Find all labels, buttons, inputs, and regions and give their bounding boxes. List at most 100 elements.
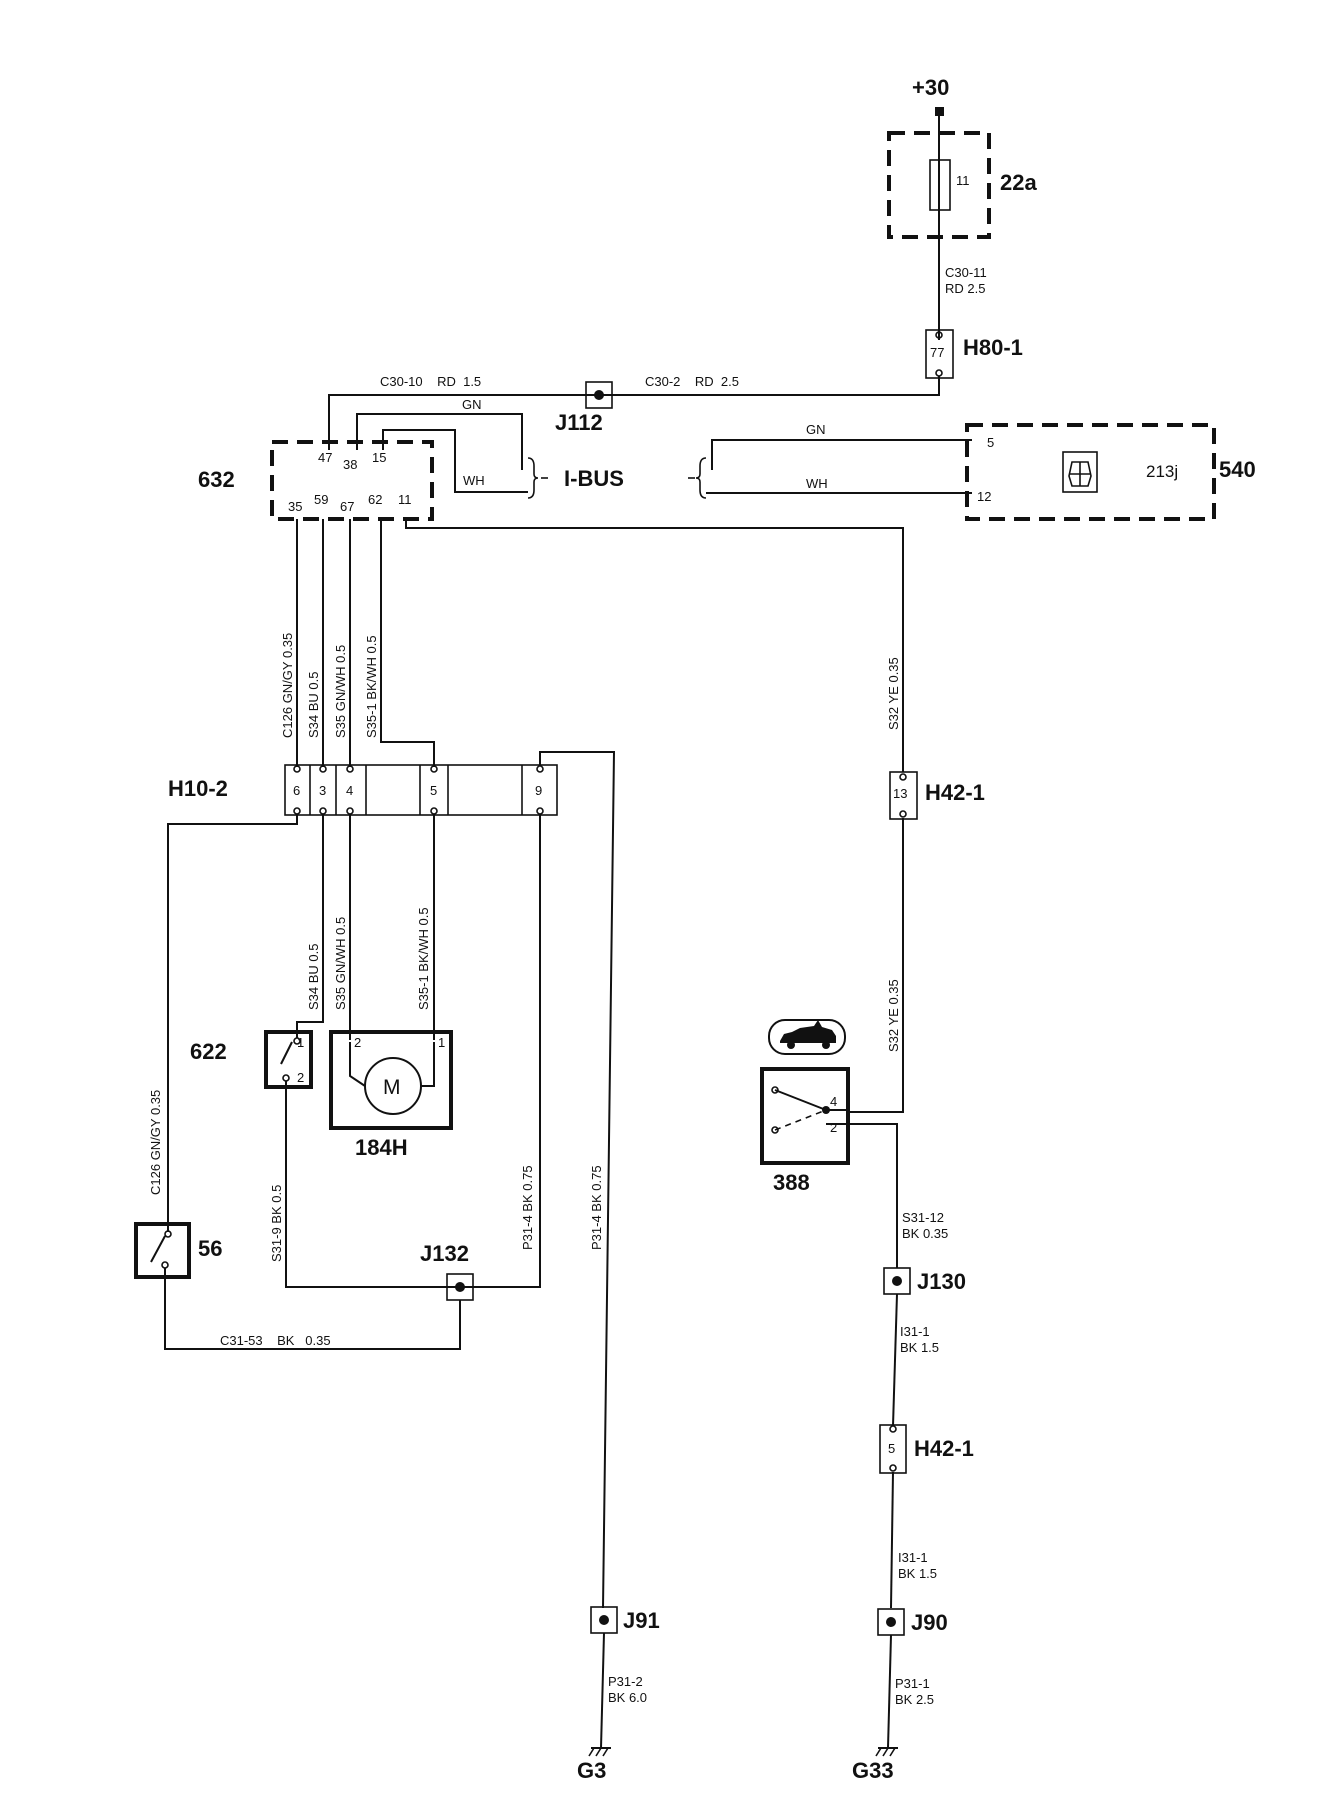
h42-top-pin: 13 [893, 786, 907, 801]
wire-s31-9: S31-9 BK 0.5 [269, 1185, 284, 1262]
j112-label: J112 [555, 410, 603, 435]
module-540-pin-12: 12 [977, 489, 991, 504]
switch-388: 4 2 388 [760, 1067, 850, 1195]
module-540-label: 540 [1219, 457, 1256, 482]
wire-i31-1a-spec: BK 1.5 [900, 1340, 939, 1355]
module-632-pin-47: 47 [318, 450, 332, 465]
module-632-pin-62: 62 [368, 492, 382, 507]
connector-h42-1-bottom: 5 H42-1 [879, 1424, 974, 1474]
splice-j90: J90 [877, 1608, 948, 1636]
wire-i31-1b-spec: BK 1.5 [898, 1566, 937, 1581]
wire-c31-53: C31-53 BK 0.35 [220, 1333, 331, 1348]
motor-symbol: M [383, 1076, 401, 1099]
switch-622: 1 2 622 [190, 1030, 313, 1089]
motor-label: 184H [355, 1135, 408, 1160]
j132-label: J132 [420, 1241, 469, 1266]
supply-terminal [935, 107, 944, 116]
h10-pin-3: 3 [319, 783, 326, 798]
h10-label: H10-2 [168, 776, 228, 801]
wire-p31-4a: P31-4 BK 0.75 [520, 1165, 535, 1250]
splice-j91: J91 [590, 1606, 660, 1634]
h80-label: H80-1 [963, 335, 1023, 360]
fuse-22a: 11 22a [887, 131, 1037, 239]
wire-c30-11-id: C30-11 [945, 265, 987, 280]
bus-gn-right: GN [806, 422, 826, 437]
j91-label: J91 [623, 1608, 660, 1633]
module-632-pin-11: 11 [398, 492, 412, 507]
module-632-label: 632 [198, 467, 235, 492]
ground-g3-label: G3 [577, 1758, 606, 1783]
motor-184h: M 2 1 184H [329, 1030, 453, 1160]
connector-h42-1-top: 13 H42-1 [889, 771, 985, 820]
h10-pin-6: 6 [293, 783, 300, 798]
fuse-label: 22a [1000, 170, 1037, 195]
wire-p31-2-spec: BK 6.0 [608, 1690, 647, 1705]
h10-pin-4: 4 [346, 783, 353, 798]
wire-i31-1b-id: I31-1 [898, 1550, 928, 1565]
wire-s35-1-top: S35-1 BK/WH 0.5 [364, 635, 379, 738]
ground-g33: G33 [852, 1747, 898, 1783]
wire-c126-bot: C126 GN/GY 0.35 [148, 1090, 163, 1195]
h10-pin-9: 9 [535, 783, 542, 798]
wire-s34-top: S34 BU 0.5 [306, 672, 321, 739]
motor-pin-1: 1 [438, 1035, 445, 1050]
supply-label: +30 [912, 75, 949, 100]
wire-p31-1-spec: BK 2.5 [895, 1692, 934, 1707]
splice-j112: J112 [555, 381, 613, 435]
switch-388-pin-4: 4 [830, 1094, 837, 1109]
wire-c30-2: C30-2 RD 2.5 [645, 374, 739, 389]
module-540-sub: 213j [1146, 462, 1178, 481]
ground-g33-label: G33 [852, 1758, 894, 1783]
wire-s32-bot: S32 YE 0.35 [886, 979, 901, 1052]
h42-bot-pin: 5 [888, 1441, 895, 1456]
bus-label: I-BUS [564, 466, 624, 491]
wire-i31-1a-id: I31-1 [900, 1324, 930, 1339]
switch-56: 56 [134, 1222, 222, 1279]
switch-622-label: 622 [190, 1039, 227, 1064]
wire-s34-bot: S34 BU 0.5 [306, 944, 321, 1011]
h42-bot-label: H42-1 [914, 1436, 974, 1461]
h10-pin-5: 5 [430, 783, 437, 798]
wire-s35-1-bot: S35-1 BK/WH 0.5 [416, 907, 431, 1010]
h42-top-label: H42-1 [925, 780, 985, 805]
wire-p31-1-id: P31-1 [895, 1676, 930, 1691]
connector-h10-2: 6 3 4 5 9 H10-2 [168, 764, 558, 816]
module-632-pin-35: 35 [288, 499, 302, 514]
fuse-pin: 11 [956, 173, 970, 188]
wire-s32-top: S32 YE 0.35 [886, 657, 901, 730]
module-632-pin-67: 67 [340, 499, 354, 514]
wire-c126-top: C126 GN/GY 0.35 [280, 633, 295, 738]
wire-s31-12-id: S31-12 [902, 1210, 944, 1225]
switch-388-pin-2: 2 [830, 1120, 837, 1135]
module-540: 5 12 213j 540 [965, 423, 1256, 521]
car-interior-icon [1062, 451, 1098, 493]
switch-388-label: 388 [773, 1170, 810, 1195]
wire-p31-2-id: P31-2 [608, 1674, 643, 1689]
j90-label: J90 [911, 1610, 948, 1635]
ground-g3: G3 [577, 1747, 611, 1783]
motor-pin-2: 2 [354, 1035, 361, 1050]
wire-c30-10: C30-10 RD 1.5 [380, 374, 481, 389]
wire-s31-12-spec: BK 0.35 [902, 1226, 948, 1241]
splice-j132: J132 [420, 1241, 474, 1301]
splice-j130: J130 [883, 1267, 966, 1295]
module-632-pin-38: 38 [343, 457, 357, 472]
wire-s35-top: S35 GN/WH 0.5 [333, 645, 348, 738]
switch-622-pin-1: 1 [297, 1035, 304, 1050]
module-632: 632 47 38 15 35 59 67 62 11 [198, 440, 434, 521]
module-632-pin-59: 59 [314, 492, 328, 507]
module-632-pin-15: 15 [372, 450, 386, 465]
h80-pin: 77 [930, 345, 944, 360]
bus-wh-left: WH [463, 473, 485, 488]
module-540-pin-5: 5 [987, 435, 994, 450]
wire-c30-11-spec: RD 2.5 [945, 281, 985, 296]
wire-s35-bot: S35 GN/WH 0.5 [333, 917, 348, 1010]
switch-56-label: 56 [198, 1236, 222, 1261]
bus-gn-left: GN [462, 397, 482, 412]
j130-label: J130 [917, 1269, 966, 1294]
wire-p31-4b: P31-4 BK 0.75 [589, 1165, 604, 1250]
bus-wh-right: WH [806, 476, 828, 491]
switch-622-pin-2: 2 [297, 1070, 304, 1085]
hood-icon [768, 1019, 846, 1055]
